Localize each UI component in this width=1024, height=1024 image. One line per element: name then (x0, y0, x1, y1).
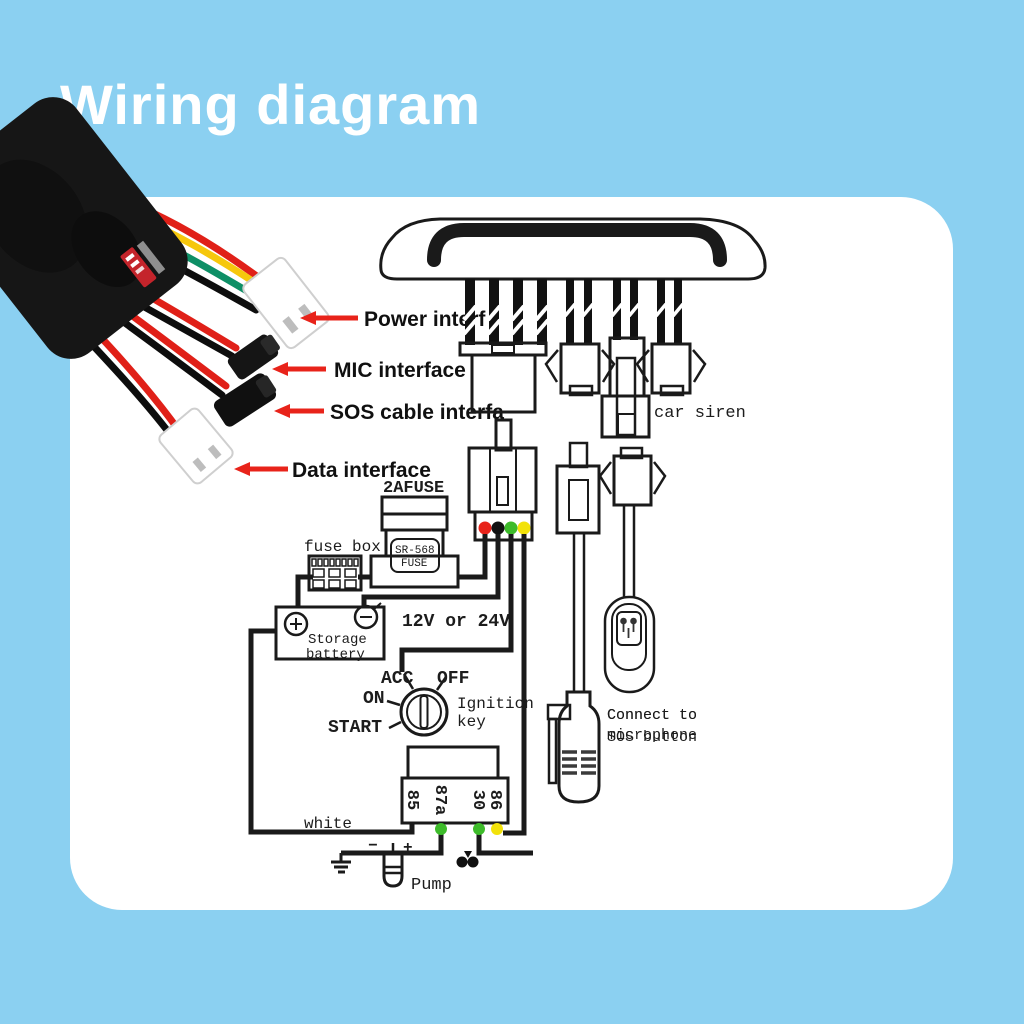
tracker-body (0, 97, 188, 359)
wire-white-battery-to-relay-85 (248, 628, 415, 835)
relay-dot-87a (435, 823, 447, 835)
callout-label-power: Power interf (364, 308, 486, 331)
microphone (546, 690, 601, 804)
ignition-on: ON (363, 689, 385, 709)
wire-black-to-battery-minus (361, 534, 501, 608)
sos-plug (598, 446, 667, 597)
ignition-acc: ACC (381, 669, 414, 689)
power-plug (458, 341, 548, 414)
ignition-ticks (386, 673, 448, 730)
tracker-device-photo (0, 97, 330, 485)
device-top-band (427, 223, 727, 267)
fuse-box: fuse box (304, 538, 381, 592)
inline-fuse-label-1: SR-568 (395, 545, 435, 557)
callout-label-sos: SOS cable interfa (330, 401, 504, 424)
wire-relay-87a-to-pump (341, 823, 444, 856)
mic-connect-label-1: Connect to (607, 707, 697, 724)
sos-button-icon (620, 617, 637, 638)
data-connector-photo (158, 407, 234, 485)
ground-symbol (331, 853, 351, 874)
page-title: Wiring diagram (60, 73, 482, 136)
relay-dot-86 (491, 823, 503, 835)
sos-connect-label-2: SOS button (607, 729, 697, 746)
callout-arrow-data (234, 462, 288, 476)
led-dots (478, 521, 531, 535)
relay-pin-30: 30 (468, 790, 487, 810)
relay-pin-86: 86 (485, 790, 504, 810)
wire-green-to-ignition (399, 534, 514, 672)
callout-arrow-sos (274, 404, 324, 418)
callouts: Power interf MIC interface SOS cable int… (234, 308, 504, 482)
ignition-label-1: Ignition (457, 695, 534, 713)
relay-dot-30 (473, 823, 485, 835)
callout-label-mic: MIC interface (334, 359, 466, 382)
wire-fusebox-to-battery-plus (295, 574, 313, 608)
tracker-logo (120, 240, 166, 288)
wire-red-to-fuse (458, 534, 488, 580)
spare-plug (635, 342, 707, 397)
pump-plus: + (403, 839, 413, 857)
fuse-assembly: 2AFUSE SR-568 FUSE (369, 479, 460, 589)
schematic-device-outline (379, 217, 767, 281)
sos-connect-label-1: Connect to (607, 707, 697, 724)
harness-wires (462, 279, 685, 345)
mic-receptacle (555, 441, 601, 692)
relay-pin-87a: 87a (430, 785, 449, 816)
pump: − + Pump (368, 837, 452, 895)
relay: 85 87a 30 86 (400, 745, 510, 835)
wire-yellow-to-relay-86 (503, 534, 527, 836)
car-siren-label: car siren (654, 404, 746, 423)
fuse-2a-label: 2AFUSE (383, 479, 444, 498)
relay-pin-85: 85 (402, 790, 421, 810)
signal-plug (467, 418, 538, 542)
white-wire-label: white (304, 815, 352, 833)
battery-label-2: battery (306, 647, 365, 663)
callout-arrow-mic (272, 362, 326, 376)
storage-battery: Storage battery (274, 602, 386, 663)
ignition-switch: ACC OFF ON START Ignition key (328, 669, 534, 738)
wire-break-marks (462, 304, 550, 336)
power-connector-photo (242, 256, 330, 350)
pump-label: Pump (411, 876, 452, 895)
inline-fuse-label-2: FUSE (401, 558, 428, 570)
callout-arrow-power (300, 311, 358, 325)
sos-button (603, 595, 656, 694)
motor-symbol (456, 851, 479, 868)
mic-connect-label-2: microphone (607, 727, 697, 744)
battery-label-1: Storage (308, 632, 367, 648)
callout-label-data: Data interface (292, 459, 431, 482)
ignition-start: START (328, 718, 382, 738)
ignition-label-2: key (457, 713, 486, 731)
car-siren-connector (600, 336, 651, 439)
pump-minus: − (368, 837, 378, 855)
fuse-box-label: fuse box (304, 538, 381, 556)
mic-connector-photo (227, 334, 280, 380)
sos-connector-photo (213, 373, 277, 427)
voltage-label: 12V or 24V (402, 612, 510, 632)
ignition-off: OFF (437, 669, 469, 689)
mic-plug (544, 342, 616, 397)
